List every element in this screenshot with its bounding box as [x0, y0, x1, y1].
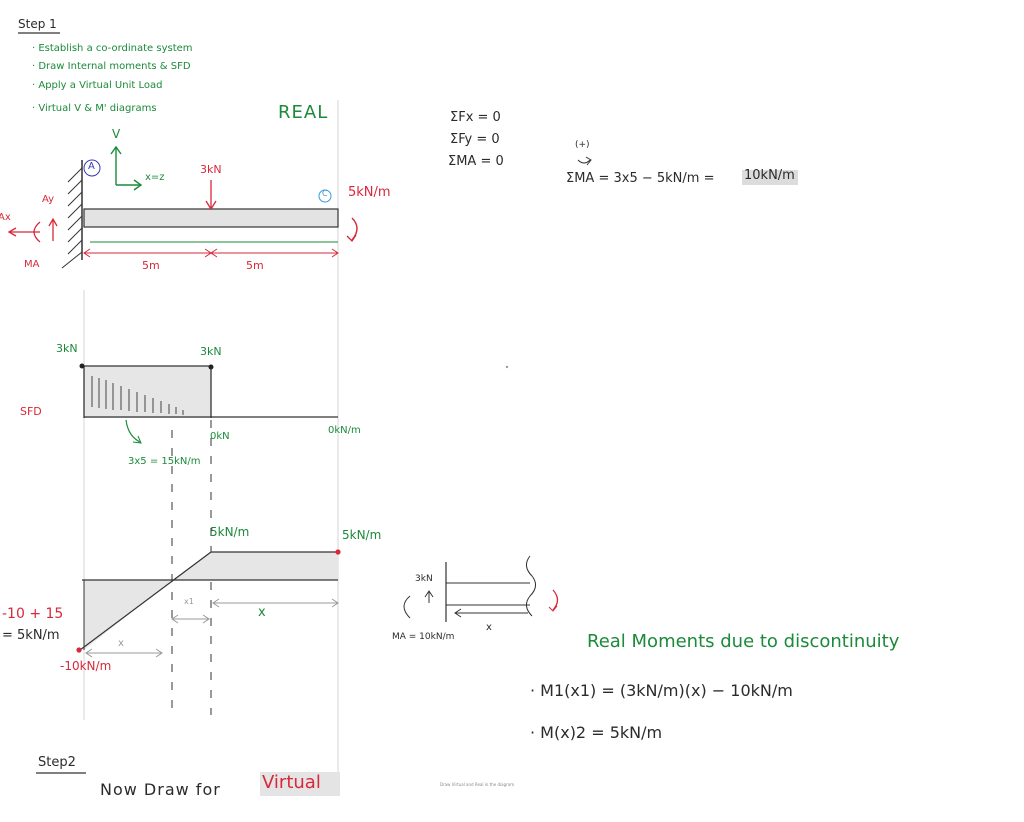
reaction-ax-label: Ax — [0, 212, 11, 223]
support-a-label: A — [88, 161, 95, 172]
reaction-ay-label: Ay — [42, 194, 55, 205]
bullet-2: · Draw Internal moments & SFD — [32, 61, 191, 72]
bullet-4: · Virtual V & M' diagrams — [32, 103, 157, 114]
fbd-force-label: 3kN — [415, 574, 433, 584]
fbd-x-label: x — [486, 622, 492, 633]
support-c-label: C — [322, 189, 328, 198]
moment-c-label: 5kN/m — [348, 185, 391, 200]
real-moments-title: Real Moments due to discontinuity — [587, 631, 900, 652]
bmd-mid-value: 5kN/m — [210, 525, 250, 539]
reaction-arrows — [7, 217, 58, 243]
step1-title: Step 1 — [18, 17, 57, 31]
bmd-left-calc-1: -10 + 15 — [2, 606, 64, 622]
sfd-zero-mid: 0kN — [210, 431, 230, 442]
beam — [83, 208, 339, 228]
eq-sum-fx: ΣFx = 0 — [450, 110, 501, 125]
sfd-left-value: 3kN — [56, 342, 78, 355]
bmd-end-value: 5kN/m — [342, 528, 382, 542]
reaction-ma-label: MA — [24, 259, 40, 270]
point-load-arrow — [205, 180, 217, 211]
sfd-zero-end: 0kN/m — [328, 425, 361, 436]
span-right-label: 5m — [246, 259, 264, 272]
real-moment-m2: · M(x)2 = 5kN/m — [530, 723, 663, 742]
bmd-left-calc-2: = 5kN/m — [2, 628, 60, 643]
sfd-label: SFD — [20, 405, 42, 418]
tiny-note: Draw Virtual and Real in the diagram — [440, 782, 515, 787]
fbd-moment-label: MA = 10kN/m — [392, 632, 455, 642]
bullet-1: · Establish a co-ordinate system — [32, 43, 193, 54]
step2-title: Step2 — [38, 755, 76, 770]
load-label: 3kN — [200, 163, 222, 176]
step2-text: Now Draw for — [100, 780, 221, 799]
coordinate-axes — [83, 145, 332, 203]
real-label: REAL — [278, 102, 329, 123]
step2-virtual: Virtual — [262, 772, 321, 793]
fixed-support-wall — [61, 160, 83, 269]
axis-label: x=z — [145, 172, 165, 183]
moment-equation: ΣMA = 3x5 − 5kN/m = — [566, 171, 715, 186]
bmd-x-right: x — [258, 605, 266, 620]
real-moment-m1: · M1(x1) = (3kN/m)(x) − 10kN/m — [530, 681, 793, 700]
bending-moment-diagram — [76, 549, 341, 658]
section-free-body — [403, 555, 559, 622]
moment-result: 10kN/m — [744, 168, 795, 183]
sign-convention: (+) — [575, 140, 590, 150]
bmd-x1-label: x1 — [184, 597, 194, 606]
sfd-mid-value: 3kN — [200, 345, 222, 358]
eq-sum-fy: ΣFy = 0 — [450, 132, 500, 147]
vertical-axis-label: V — [112, 127, 121, 141]
span-left-label: 5m — [142, 259, 160, 272]
bmd-left-value: -10kN/m — [60, 659, 112, 673]
shear-force-diagram — [79, 363, 338, 444]
sfd-area-note: 3x5 = 15kN/m — [128, 456, 201, 467]
dimension-lines — [83, 248, 339, 258]
eq-sum-ma: ΣMA = 0 — [448, 154, 504, 169]
bmd-x-left: x — [118, 638, 124, 649]
bullet-3: · Apply a Virtual Unit Load — [32, 80, 163, 91]
